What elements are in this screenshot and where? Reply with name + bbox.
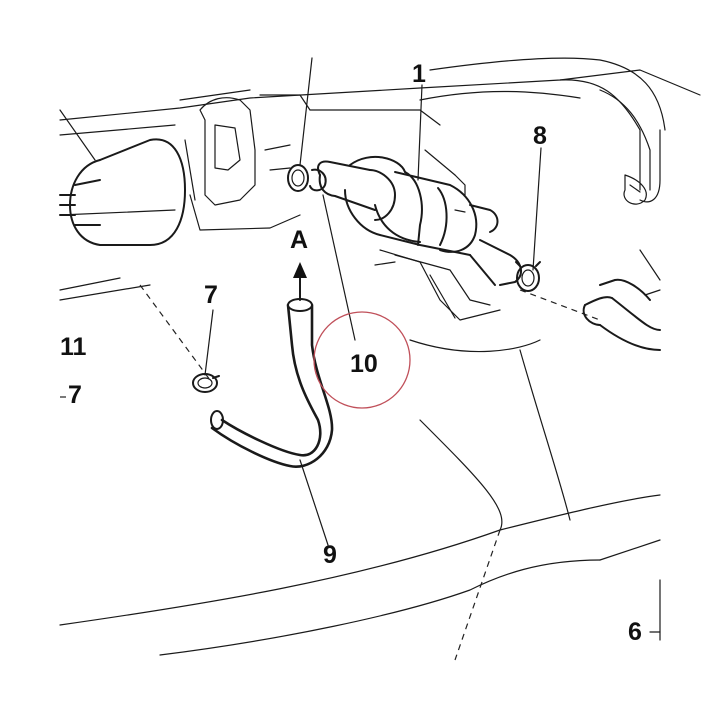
main-fuel-filter — [317, 149, 522, 321]
leader-lines — [204, 57, 542, 546]
lower-hose-clip — [192, 373, 220, 393]
label-callout-11: 11 — [60, 333, 87, 361]
flow-arrow — [293, 262, 307, 301]
label-flow-arrow: A — [290, 226, 308, 254]
right-hose-clip — [515, 261, 541, 292]
label-callout-6: 6 — [628, 618, 642, 646]
body-panel-outlines — [59, 57, 701, 661]
label-clip-right: 8 — [533, 122, 547, 150]
label-callout-7-edge: 7 — [68, 381, 82, 409]
left-filter-cylinder — [59, 109, 186, 246]
upper-hose-clip — [287, 164, 327, 192]
label-hose: 9 — [323, 541, 337, 569]
mounting-bracket — [179, 89, 441, 231]
fuel-hose — [210, 280, 334, 468]
right-connector — [582, 278, 661, 351]
label-clip-left: 7 — [204, 281, 218, 309]
highlight-circle — [313, 311, 411, 409]
label-fuel-filter: 1 — [412, 60, 426, 88]
label-hose-end: 10 — [350, 350, 378, 378]
